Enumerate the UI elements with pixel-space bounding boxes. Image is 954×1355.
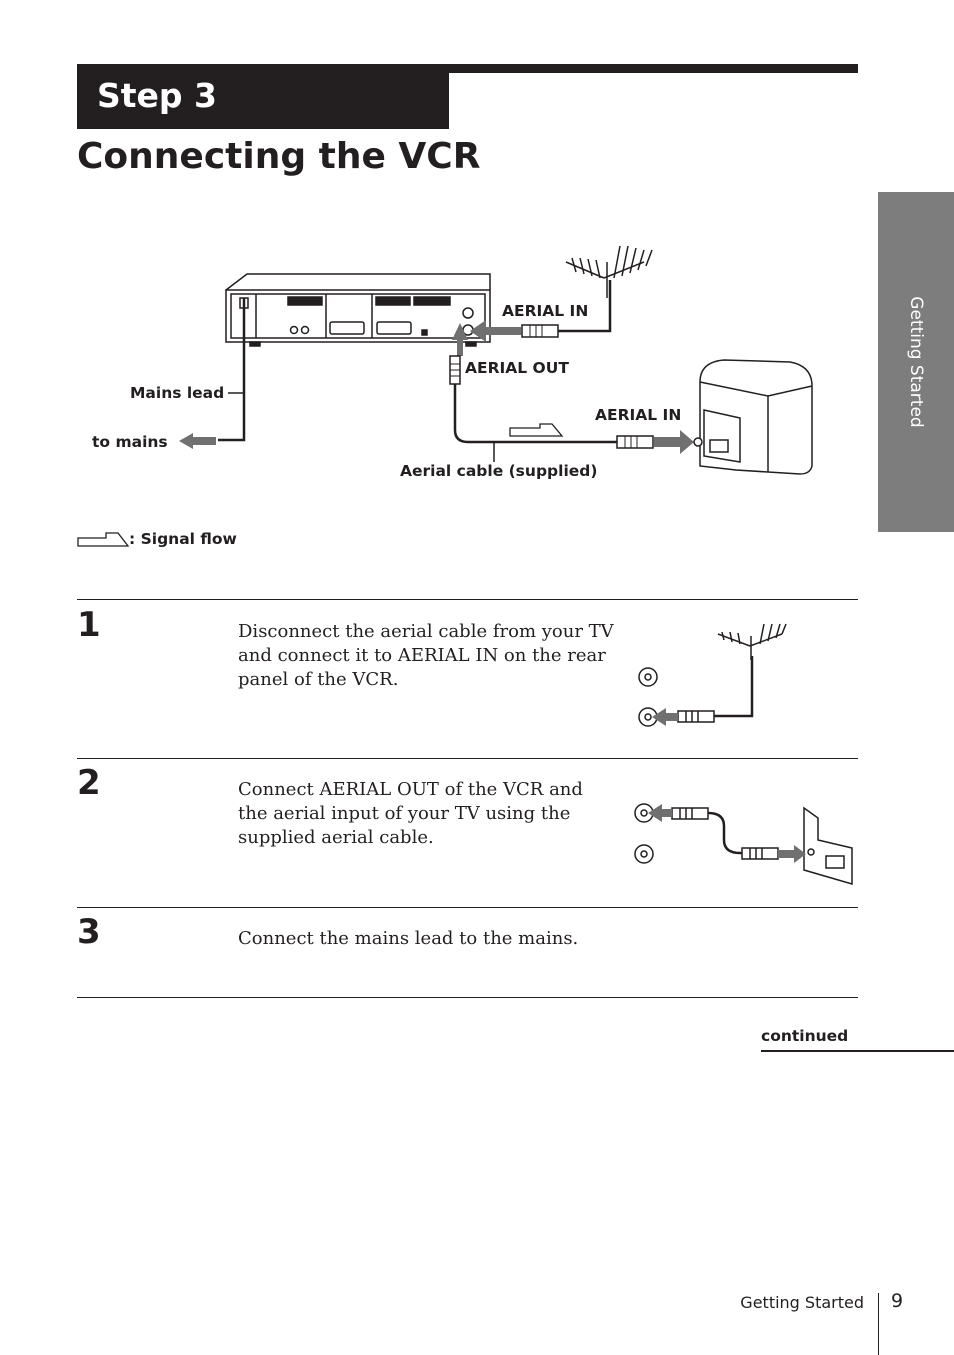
- footer-separator: [878, 1293, 879, 1355]
- step-divider: [77, 907, 858, 908]
- label-mains-lead: Mains lead: [130, 384, 225, 402]
- step2-illustration: [634, 803, 853, 885]
- step-number-2: 2: [77, 763, 101, 803]
- page-title: Connecting the VCR: [77, 136, 481, 177]
- step-text-1: Disconnect the aerial cable from your TV…: [238, 621, 614, 690]
- aerial-plug: [470, 320, 559, 342]
- step2-arrow-in: [778, 845, 806, 863]
- step-divider: [77, 758, 858, 759]
- label-to-mains: to mains: [92, 433, 168, 451]
- continued-label: continued: [761, 1027, 849, 1045]
- legend-signal-flow: : Signal flow: [129, 530, 237, 548]
- aerial-antenna-icon: [558, 245, 653, 333]
- label-aerial-cable: Aerial cable (supplied): [400, 462, 598, 480]
- section-side-tab: Getting Started: [878, 192, 954, 532]
- step1-arrow: [652, 708, 678, 726]
- vcr-illustration: [225, 273, 491, 347]
- legend-signal-icon: [77, 532, 130, 547]
- step-text-3: Connect the mains lead to the mains.: [238, 928, 579, 949]
- step-divider: [77, 997, 858, 998]
- step1-illustration: [638, 623, 787, 727]
- header-rule: [449, 64, 858, 73]
- step-band: Step 3: [77, 64, 449, 129]
- step-text-2: Connect AERIAL OUT of the VCR and the ae…: [238, 779, 583, 848]
- page-number: 9: [891, 1290, 904, 1312]
- label-aerial-in-tv: AERIAL IN: [595, 406, 682, 424]
- signal-flow-arrow: [509, 423, 564, 437]
- label-aerial-out: AERIAL OUT: [465, 359, 569, 377]
- step2-arrow-out: [648, 804, 672, 822]
- step-number-3: 3: [77, 912, 101, 952]
- aerial-cable: [449, 323, 694, 462]
- continued-rule: [761, 1050, 954, 1052]
- mains-lead: [179, 298, 246, 449]
- label-aerial-in-vcr: AERIAL IN: [502, 302, 589, 320]
- step-divider: [77, 599, 858, 600]
- tv-illustration: [693, 359, 813, 475]
- footer-section-name: Getting Started: [740, 1293, 864, 1312]
- step-label: Step 3: [97, 76, 217, 115]
- step-number-1: 1: [77, 605, 101, 645]
